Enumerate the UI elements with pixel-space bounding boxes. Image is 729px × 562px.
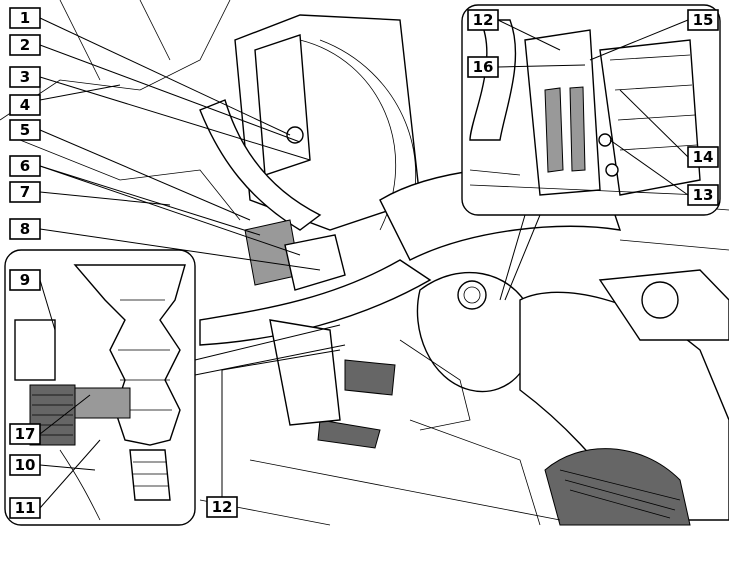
svg-text:16: 16 — [473, 58, 494, 76]
callout-5: 5 — [9, 119, 41, 141]
inset-detail-bottom-left — [4, 249, 196, 526]
inset-pointer-line-b — [504, 214, 541, 301]
callout-4: 4 — [9, 94, 41, 116]
svg-text:8: 8 — [20, 220, 30, 238]
callout-2: 2 — [9, 34, 41, 56]
inset2-pointer-line-b — [194, 344, 346, 376]
svg-text:9: 9 — [20, 271, 30, 289]
callout-12-main: 12 — [206, 496, 238, 518]
svg-text:5: 5 — [20, 121, 30, 139]
svg-text:7: 7 — [20, 183, 30, 201]
callout-6: 6 — [9, 155, 41, 177]
callout-8: 8 — [9, 218, 41, 240]
svg-text:15: 15 — [693, 11, 714, 29]
svg-text:4: 4 — [20, 96, 30, 114]
callout-13: 13 — [687, 184, 719, 206]
svg-text:2: 2 — [20, 36, 30, 54]
svg-text:17: 17 — [15, 425, 36, 443]
callout-11: 11 — [9, 497, 41, 519]
inset-detail-top-right — [461, 4, 721, 216]
svg-text:12: 12 — [473, 11, 494, 29]
callout-15: 15 — [687, 9, 719, 31]
svg-text:12: 12 — [212, 498, 233, 516]
callout-7: 7 — [9, 181, 41, 203]
callout-3: 3 — [9, 66, 41, 88]
callout-9: 9 — [9, 269, 41, 291]
callout-10: 10 — [9, 454, 41, 476]
svg-text:10: 10 — [15, 456, 36, 474]
callout-16: 16 — [467, 56, 499, 78]
svg-text:13: 13 — [693, 186, 714, 204]
inset2-pointer-line-a — [194, 324, 341, 361]
svg-text:1: 1 — [20, 9, 30, 27]
inset-pointer-line-a — [499, 214, 526, 301]
callout-17: 17 — [9, 423, 41, 445]
callout-12-inset: 12 — [467, 9, 499, 31]
svg-text:6: 6 — [20, 157, 30, 175]
svg-text:11: 11 — [15, 499, 36, 517]
engine-line-art — [0, 0, 729, 526]
svg-text:14: 14 — [693, 148, 714, 166]
callout-14: 14 — [687, 146, 719, 168]
callout-1: 1 — [9, 7, 41, 29]
leader-lines — [39, 17, 689, 509]
svg-text:3: 3 — [20, 68, 30, 86]
